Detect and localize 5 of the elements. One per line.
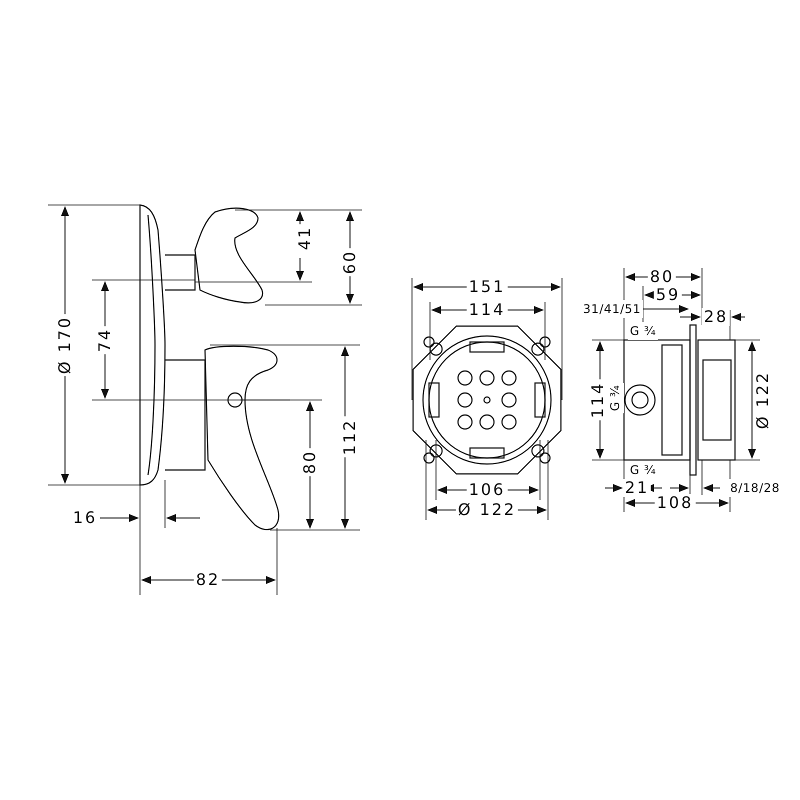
dimension-label: 31/41/51 bbox=[581, 300, 643, 318]
dimension-label: 28 bbox=[702, 308, 730, 326]
dimension-label: 21 bbox=[622, 479, 652, 497]
dimension-label: G ¾ bbox=[628, 322, 658, 340]
dimension-label: 8/18/28 bbox=[728, 479, 782, 497]
